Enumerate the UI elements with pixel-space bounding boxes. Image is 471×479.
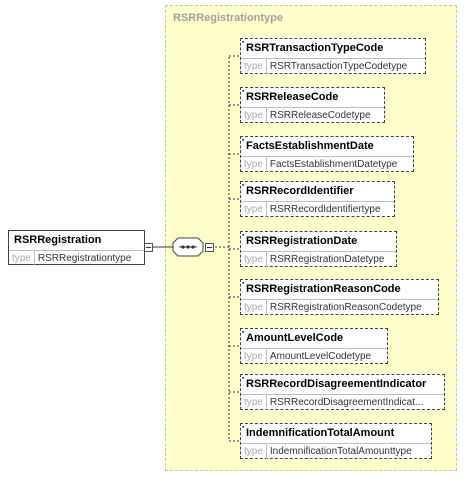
type-label: type <box>241 300 267 315</box>
type-label: type <box>9 251 35 266</box>
type-value: RSRRecordIdentifiertype <box>269 204 381 215</box>
type-value: RSRRegistrationtype <box>37 253 132 264</box>
child-element-name: RSRRecordIdentifier <box>246 185 354 197</box>
child-element-name: RSRRegistrationReasonCode <box>246 283 401 295</box>
type-value: RSRTransactionTypeCodetype <box>269 61 408 72</box>
sequence-collapse-toggle[interactable] <box>205 243 214 252</box>
type-value: RSRRecordDisagreementIndicat... <box>269 397 424 408</box>
root-element-type-row: type RSRRegistrationtype <box>9 250 144 266</box>
root-element-name: RSRRegistration <box>14 234 102 246</box>
type-label: type <box>241 349 267 364</box>
type-label: type <box>241 157 267 172</box>
element-marker-icon: ▪ <box>242 39 245 46</box>
type-value: AmountLevelCodetype <box>269 351 372 362</box>
root-collapse-toggle[interactable] <box>144 243 153 252</box>
type-value: RSRRegistrationReasonCodetype <box>269 302 422 313</box>
element-marker-icon: ▪ <box>242 137 245 144</box>
element-marker-icon: ▪ <box>242 182 245 189</box>
element-marker-icon: ▪ <box>242 375 245 382</box>
child-element-name: RSRRecordDisagreementIndicator <box>246 378 427 390</box>
type-label: type <box>241 59 267 74</box>
type-value: FactsEstablishmentDatetype <box>269 159 398 170</box>
child-element-name: RSRTransactionTypeCode <box>246 42 384 54</box>
type-value: IndemnificationTotalAmounttype <box>269 446 412 457</box>
child-element-name: IndemnificationTotalAmount <box>246 427 395 439</box>
element-marker-icon: ▪ <box>242 329 245 336</box>
type-value: RSRReleaseCodetype <box>269 110 371 121</box>
element-marker-icon: ▪ <box>242 232 245 239</box>
child-element-name: RSRRegistrationDate <box>246 235 358 247</box>
child-element-name: FactsEstablishmentDate <box>246 140 374 152</box>
type-label: type <box>241 108 267 123</box>
type-label: type <box>241 444 267 459</box>
child-element-name: RSRReleaseCode <box>246 91 339 103</box>
type-value: RSRRegistrationDatetype <box>269 254 385 265</box>
element-marker-icon: ▪ <box>242 424 245 431</box>
element-marker-icon: ▪ <box>242 88 245 95</box>
type-label: type <box>241 252 267 267</box>
sequence-compositor <box>172 237 204 257</box>
complex-type-label: RSRRegistrationtype <box>173 12 284 24</box>
root-element[interactable]: RSRRegistration type RSRRegistrationtype <box>8 230 145 266</box>
type-label: type <box>241 202 267 217</box>
element-marker-icon: ▪ <box>242 280 245 287</box>
type-label: type <box>241 395 267 410</box>
child-element-name: AmountLevelCode <box>246 332 344 344</box>
